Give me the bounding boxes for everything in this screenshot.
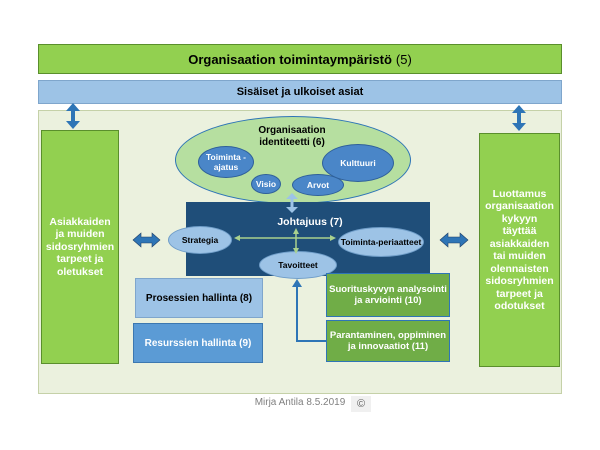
environment-number: (5) — [395, 51, 412, 67]
right-vertical-double-arrow — [512, 105, 526, 131]
process-management-box: Prosessien hallinta (8) — [135, 278, 263, 318]
trust-panel: Luottamus organisaation kykyyn täyttää a… — [479, 133, 560, 367]
environment-banner: Organisaation toimintaympäristö (5) — [38, 44, 562, 74]
improvement-feedback-arrow — [292, 279, 326, 342]
left-horizontal-double-arrow — [132, 232, 161, 248]
environment-title: Organisaation toimintaympäristö — [188, 51, 392, 67]
leadership-internal-arrows — [234, 228, 336, 254]
internal-external-banner: Sisäiset ja ulkoiset asiat — [38, 80, 562, 104]
identity-title: Organisaation identiteetti (6) — [258, 125, 326, 148]
mission-ellipse: Toiminta -ajatus — [198, 146, 254, 178]
copyright-symbol: © — [351, 396, 371, 412]
improvement-box: Parantaminen, oppiminen ja innovaatiot (… — [326, 320, 450, 362]
left-vertical-double-arrow — [66, 103, 80, 129]
leadership-title: Johtajuus (7) — [277, 216, 343, 228]
right-horizontal-double-arrow — [439, 232, 469, 248]
resource-management-box: Resurssien hallinta (9) — [133, 323, 263, 363]
identity-leadership-arrow — [286, 193, 298, 213]
performance-analysis-box: Suorituskyvyn analysointi ja arviointi (… — [326, 273, 450, 317]
values-ellipse: Arvot — [292, 174, 344, 196]
culture-ellipse: Kulttuuri — [322, 144, 394, 182]
stakeholder-needs-panel: Asiakkaiden ja muiden sidosryhmien tarpe… — [41, 130, 119, 364]
goals-ellipse: Tavoitteet — [259, 251, 337, 279]
strategy-ellipse: Strategia — [168, 226, 232, 254]
principles-ellipse: Toiminta-periaatteet — [338, 227, 424, 257]
vision-ellipse: Visio — [251, 174, 281, 194]
footer-author: Mirja Antila 8.5.2019 — [254, 397, 346, 408]
